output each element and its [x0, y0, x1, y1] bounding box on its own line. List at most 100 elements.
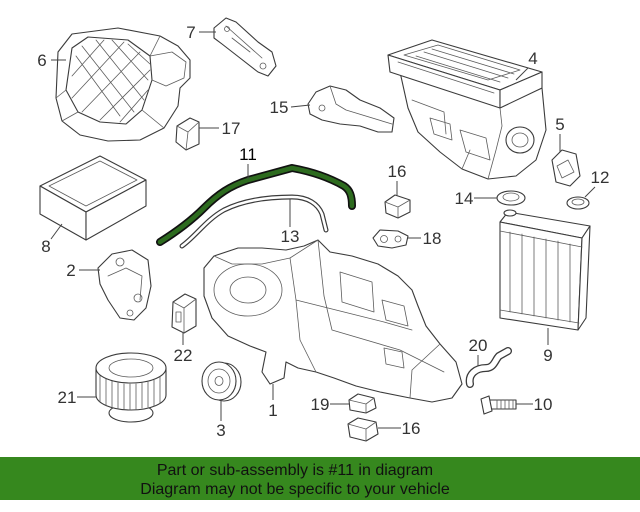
part-6-outlet: [55, 35, 187, 129]
part-2-hole: [126, 309, 134, 317]
part-8-frame: [48, 160, 138, 207]
callout-13: 13: [281, 227, 300, 246]
part-5-face: [556, 159, 575, 179]
part-7: [213, 17, 277, 77]
callout-5: 5: [555, 115, 564, 134]
part-22-slot: [175, 311, 182, 323]
callout-3: 3: [216, 421, 225, 440]
part-18-hole: [380, 235, 388, 243]
callout-20: 20: [469, 336, 488, 355]
part-17: [175, 117, 200, 151]
part-12-ring-inner: [571, 198, 585, 206]
callout-15: 15: [270, 98, 289, 117]
part-9-fitting: [503, 209, 517, 217]
part-2-edges: [107, 267, 143, 301]
part-4-details: [411, 99, 503, 180]
part-3: [201, 361, 242, 402]
part-11-fill: [157, 165, 355, 245]
part-12-ring: [566, 196, 590, 210]
part-1-body: [203, 239, 463, 403]
part-14: [496, 190, 526, 206]
callouts: 6 7 4 15 17 5 11 16 12 14 8 13 18 2 9 22…: [37, 23, 609, 440]
part-18-hole: [394, 235, 402, 243]
part-2-hole: [115, 257, 125, 267]
part-21-fins: [99, 374, 161, 411]
part-20-core: [467, 348, 511, 387]
part-8: [39, 155, 147, 241]
part-1-blower-opening: [229, 276, 267, 304]
callout-12: 12: [591, 168, 610, 187]
part-6-grille: [71, 39, 151, 123]
part-15-body: [307, 85, 395, 133]
part-7-hole: [224, 26, 230, 32]
callout-1: 1: [268, 401, 277, 420]
part-21-wheel-top: [95, 352, 167, 384]
part-4-side-face: [499, 71, 543, 109]
callout-18: 18: [423, 229, 442, 248]
callout-11: 11: [239, 145, 257, 164]
leader-line-15: [290, 104, 311, 108]
part-22: [171, 293, 197, 334]
part-3-face: [201, 361, 237, 401]
part-2: [97, 249, 152, 321]
part-19-edges: [348, 397, 375, 414]
footer-banner: Part or sub-assembly is #11 in diagram D…: [0, 457, 640, 500]
banner-line-part-info: Part or sub-assembly is #11 in diagram: [156, 462, 434, 479]
part-2-body: [97, 249, 152, 321]
part-4: [387, 39, 547, 180]
part-3-center: [214, 376, 224, 386]
leader-line-12: [584, 186, 596, 198]
part-9: [499, 209, 591, 331]
part-21: [95, 352, 167, 423]
part-18: [372, 229, 409, 249]
part-1: [203, 239, 463, 403]
part-4-outlet-inner: [511, 132, 529, 148]
callout-6: 6: [37, 51, 46, 70]
part-16-lower: [347, 417, 379, 442]
callout-2: 2: [66, 261, 75, 280]
part-8-right-side: [85, 179, 147, 241]
part-17-edges: [176, 121, 200, 151]
part-18-body: [372, 229, 409, 249]
part-16-body: [347, 417, 379, 442]
callout-17: 17: [222, 119, 241, 138]
part-12: [566, 196, 590, 210]
part-22-edges: [172, 298, 197, 334]
part-10: [480, 395, 517, 415]
parts-diagram: 6 7 4 15 17 5 11 16 12 14 8 13 18 2 9 22…: [37, 17, 609, 442]
callout-22: 22: [174, 346, 193, 365]
callout-10: 10: [534, 395, 553, 414]
part-13-core: [180, 195, 328, 248]
part-1-ribs: [213, 239, 445, 399]
part-14-ring-inner: [502, 192, 520, 202]
leader-lines: [50, 31, 596, 429]
part-9-side: [577, 225, 591, 331]
part-5-body: [551, 149, 581, 187]
part-16-upper: [384, 194, 411, 219]
part-13: [179, 194, 329, 249]
part-16-edges: [347, 421, 377, 442]
callout-4: 4: [528, 49, 537, 68]
banner-line-disclaimer: Diagram may not be specific to your vehi…: [140, 481, 450, 498]
part-5: [551, 149, 581, 187]
part-19: [348, 393, 377, 414]
callout-9: 9: [543, 346, 552, 365]
callout-16-upper: 16: [388, 162, 407, 181]
part-7-ribs: [225, 25, 263, 59]
part-2-hole: [133, 293, 143, 303]
callout-19: 19: [311, 395, 330, 414]
callout-16-lower: 16: [402, 419, 421, 438]
part-10-thread: [496, 399, 514, 410]
part-15-edges: [329, 85, 393, 125]
leader-line-8: [50, 223, 63, 240]
part-4-slots: [397, 44, 521, 94]
part-11-highlighted: [156, 164, 356, 246]
part-20: [465, 347, 512, 388]
part-15: [307, 85, 395, 133]
part-7-body: [213, 17, 277, 77]
callout-8: 8: [41, 237, 50, 256]
part-15-hole: [318, 104, 326, 112]
callout-7: 7: [186, 23, 195, 42]
part-7-hole: [259, 62, 267, 70]
part-16-edges: [384, 199, 411, 219]
